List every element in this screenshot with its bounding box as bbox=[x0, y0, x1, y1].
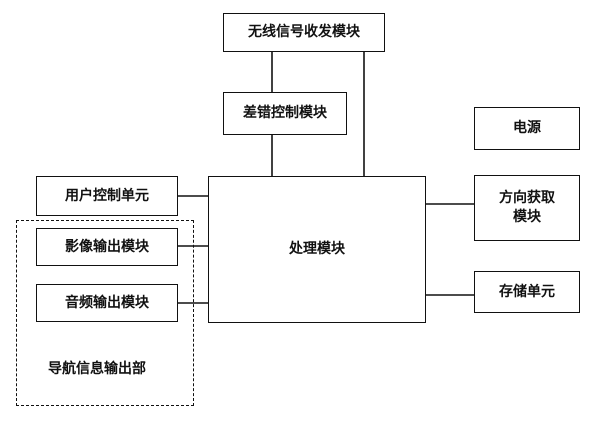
nav-output-group-label: 导航信息输出部 bbox=[48, 361, 146, 377]
power-unit: 电源 bbox=[474, 107, 580, 150]
wireless-module: 无线信号收发模块 bbox=[223, 13, 385, 52]
image-output-module: 影像输出模块 bbox=[36, 228, 178, 266]
user-control-unit: 用户控制单元 bbox=[36, 176, 178, 216]
storage-unit: 存储单元 bbox=[474, 271, 580, 313]
error-control-module: 差错控制模块 bbox=[223, 92, 347, 135]
direction-module: 方向获取模块 bbox=[474, 175, 580, 241]
audio-output-module: 音频输出模块 bbox=[36, 284, 178, 322]
processing-module: 处理模块 bbox=[208, 176, 426, 323]
nav-output-group bbox=[16, 220, 194, 406]
